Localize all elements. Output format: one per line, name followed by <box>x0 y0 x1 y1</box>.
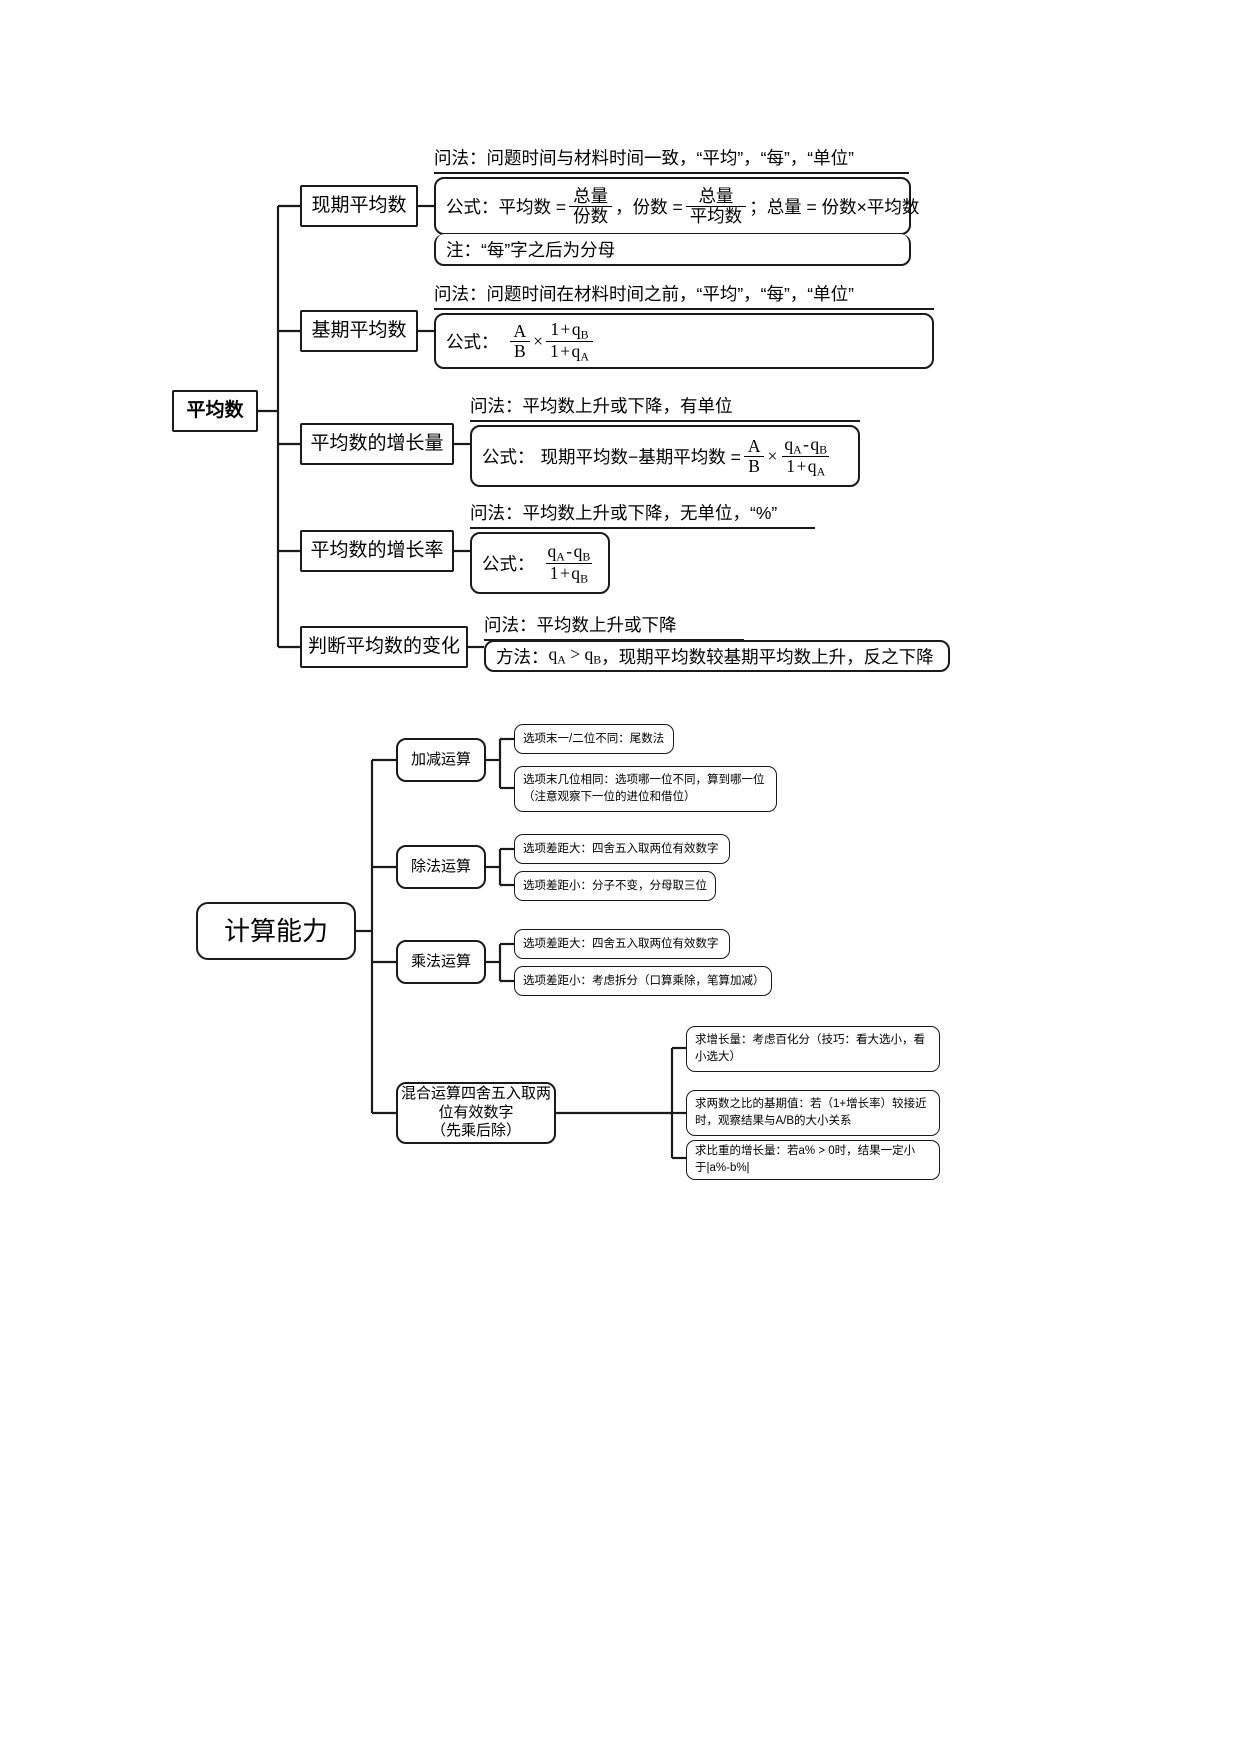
row-formula-growth-amount: 公式： 现期平均数−基期平均数 = A B × qA - qB 1 + qA <box>470 425 860 487</box>
branch-node-add-subtract[interactable]: 加减运算 <box>396 738 486 782</box>
branch-node-average-growth-rate[interactable]: 平均数的增长率 <box>300 530 454 572</box>
row-formula-current-average: 公式： 平均数 = 总量 份数 ，份数 = 总量 平均数 ； 总量 = 份数×平… <box>434 177 919 235</box>
fraction-numerator: 总量 <box>698 186 734 207</box>
fraction-total-over-parts: 总量 份数 <box>569 186 613 225</box>
row-ask-growth-amount: 问法：平均数上升或下降，有单位 <box>470 393 860 422</box>
fraction-a-over-b: A B <box>509 321 531 360</box>
fraction-total-over-average: 总量 平均数 <box>685 186 747 225</box>
row-formula-growth-rate: 公式： qA - qB 1 + qB <box>470 532 610 594</box>
fraction-a-over-b: A B <box>744 437 765 475</box>
fraction-qa-minus-qb-over-1qa: qA - qB 1 + qA <box>780 435 831 478</box>
branch-node-average-growth-amount[interactable]: 平均数的增长量 <box>300 423 454 465</box>
formula-head-3: 现期平均数−基期平均数 = <box>540 446 741 467</box>
root-node-calculation[interactable]: 计算能力 <box>196 902 356 960</box>
branch-node-current-average[interactable]: 现期平均数 <box>300 185 418 227</box>
formula-tail-1: 总量 = 份数×平均数 <box>766 196 920 217</box>
fraction-numerator: 1 + qB <box>550 318 589 341</box>
times-sign: × <box>533 330 544 351</box>
fraction-numerator: A <box>513 321 527 342</box>
row-ask-base-average: 问法：问题时间在材料时间之前，“平均”，“每”，“单位” <box>434 281 934 310</box>
method-tail: ，现期平均数较基期平均数上升，反之下降 <box>601 646 934 667</box>
fraction-denominator: 1 + qA <box>546 340 593 363</box>
row-ask-judge-change: 问法：平均数上升或下降 <box>484 612 744 641</box>
formula-label-4: 公式： <box>482 553 535 574</box>
branch-node-mixed-operation[interactable]: 混合运算四舍五入取两位有效数字 （先乘后除） <box>396 1082 556 1144</box>
row-ask-growth-rate: 问法：平均数上升或下降，无单位，“%” <box>470 500 815 529</box>
leaf-add-subtract-2: 选项末几位相同：选项哪一位不同，算到哪一位 （注意观察下一位的进位和借位） <box>514 766 777 812</box>
leaf-mixed-2: 求两数之比的基期值：若（1+增长率）较接近时，观察结果与A/B的大小关系 <box>686 1090 940 1136</box>
fraction-denominator: 平均数 <box>685 205 747 225</box>
fraction-denominator: 1 + qA <box>782 455 830 478</box>
root-node-average[interactable]: 平均数 <box>172 390 258 432</box>
formula-label-1: 公式： <box>446 196 499 217</box>
formula-label-2: 公式： <box>446 331 499 352</box>
formula-semicolon-1: ； <box>749 196 767 217</box>
formula-head-1: 平均数 = <box>498 196 567 217</box>
leaf-division-1: 选项差距大：四舍五入取两位有效数字 <box>514 834 730 864</box>
leaf-multiplication-2: 选项差距小：考虑拆分（口算乘除，笔算加减） <box>514 966 772 996</box>
row-method-judge-change: 方法： qA > qB ，现期平均数较基期平均数上升，反之下降 <box>484 640 950 672</box>
leaf-division-2: 选项差距小：分子不变，分母取三位 <box>514 871 716 901</box>
method-inequality: qA > qB <box>548 644 602 667</box>
fraction-denominator: 1 + qB <box>545 562 592 585</box>
fraction-denominator: B <box>509 340 530 360</box>
formula-mid-1: ，份数 = <box>615 196 683 217</box>
fraction-numerator: qA - qB <box>784 433 828 456</box>
row-note-current-average: 注： “每”字之后为分母 <box>434 234 911 266</box>
leaf-mixed-3: 求比重的增长量：若a% > 0时，结果一定小于|a%-b%| <box>686 1140 940 1180</box>
note-label: 注： <box>446 239 481 260</box>
branch-node-division[interactable]: 除法运算 <box>396 845 486 889</box>
fraction-numerator: A <box>747 436 761 457</box>
method-label: 方法： <box>496 646 549 667</box>
note-text: “每”字之后为分母 <box>481 239 616 260</box>
times-sign: × <box>767 445 778 466</box>
branch-node-base-average[interactable]: 基期平均数 <box>300 310 418 352</box>
fraction-denominator: 份数 <box>569 205 613 225</box>
leaf-multiplication-1: 选项差距大：四舍五入取两位有效数字 <box>514 929 730 959</box>
branch-node-judge-average-change[interactable]: 判断平均数的变化 <box>300 626 468 668</box>
fraction-numerator: 总量 <box>573 186 609 207</box>
branch-node-multiplication[interactable]: 乘法运算 <box>396 940 486 984</box>
fraction-qa-minus-qb-over-1qb: qA - qB 1 + qB <box>544 542 595 585</box>
row-ask-current-average: 问法：问题时间与材料时间一致，“平均”，“每”，“单位” <box>434 145 909 174</box>
leaf-add-subtract-1: 选项末一/二位不同：尾数法 <box>514 724 674 754</box>
fraction-1qb-over-1qa: 1 + qB 1 + qA <box>546 320 593 363</box>
fraction-numerator: qA - qB <box>547 540 591 563</box>
formula-label-3: 公式： <box>482 446 535 467</box>
row-formula-base-average: 公式： A B × 1 + qB 1 + qA <box>434 313 934 369</box>
leaf-mixed-1: 求增长量：考虑百化分（技巧：看大选小，看小选大） <box>686 1026 940 1072</box>
fraction-denominator: B <box>744 455 764 475</box>
